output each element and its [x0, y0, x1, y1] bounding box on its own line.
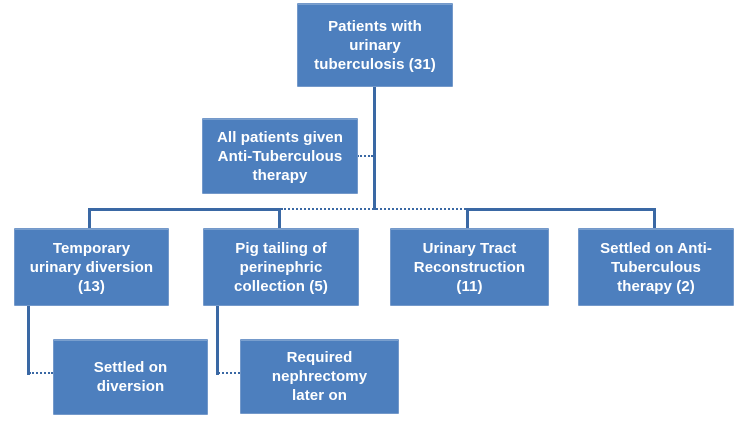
node-anti-tuberculous-therapy: All patients given Anti-Tuberculous ther… — [202, 118, 358, 194]
node-settled-on-anti-tuberculous-therapy: Settled on Anti- Tuberculous therapy (2) — [578, 228, 734, 306]
connector-drop-branch3 — [466, 208, 469, 229]
connector-branch1-to-leaf1-dotted — [29, 372, 53, 374]
connector-root-vertical — [373, 87, 376, 210]
node-required-nephrectomy-later: Required nephrectomy later on — [240, 339, 399, 414]
connector-drop-branch4 — [653, 208, 656, 229]
node-urinary-tract-reconstruction: Urinary Tract Reconstruction (11) — [390, 228, 549, 306]
connector-branch-bar-left — [88, 208, 281, 211]
connector-branch-bar-middle-dotted — [281, 208, 466, 210]
connector-branch2-to-leaf2-vertical — [216, 306, 219, 375]
node-settled-on-diversion: Settled on diversion — [53, 339, 208, 415]
connector-drop-branch2 — [278, 208, 281, 229]
connector-drop-branch1 — [88, 208, 91, 229]
connector-branch1-to-leaf1-vertical — [27, 306, 30, 375]
connector-branch-bar-right — [466, 208, 656, 211]
node-patients-total: Patients with urinary tuberculosis (31) — [297, 3, 453, 87]
node-temporary-urinary-diversion: Temporary urinary diversion (13) — [14, 228, 169, 306]
connector-branch2-to-leaf2-dotted — [218, 372, 240, 374]
node-pig-tailing-perinephric-collection: Pig tailing of perinephric collection (5… — [203, 228, 359, 306]
connector-therapy-stub-dotted — [357, 155, 373, 157]
